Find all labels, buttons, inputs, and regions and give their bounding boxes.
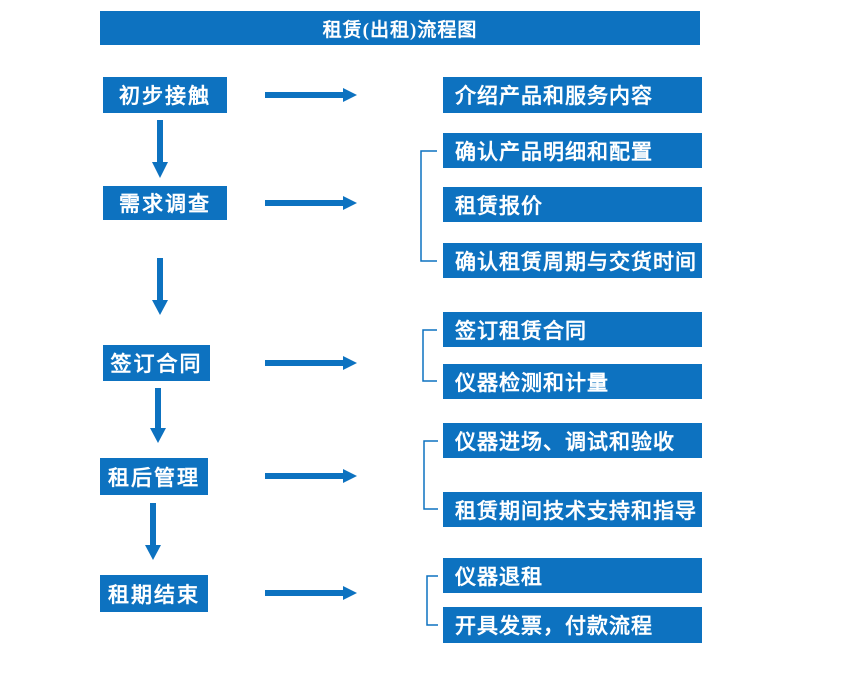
step-post-rental-management: 租后管理: [100, 458, 208, 495]
detail-confirm-product-config: 确认产品明细和配置: [443, 133, 702, 168]
detail-instrument-testing: 仪器检测和计量: [443, 364, 702, 399]
detail-tech-support: 租赁期间技术支持和指导: [443, 492, 702, 527]
bracket-sign-contract-group: [422, 329, 437, 382]
step-initial-contact: 初步接触: [103, 77, 227, 113]
step-rental-end: 租期结束: [100, 575, 208, 612]
detail-introduce-products: 介绍产品和服务内容: [443, 77, 702, 113]
step-demand-survey: 需求调查: [103, 186, 227, 220]
step-sign-contract: 签订合同: [103, 345, 210, 381]
arrow-right-icon: [265, 88, 357, 102]
detail-invoice-payment: 开具发票，付款流程: [443, 607, 702, 643]
flowchart-title: 租赁(出租)流程图: [100, 11, 700, 45]
bracket-demand-survey-group: [420, 150, 437, 262]
detail-instrument-setup: 仪器进场、调试和验收: [443, 423, 702, 458]
detail-rental-quote: 租赁报价: [443, 187, 702, 222]
arrow-down-icon: [150, 388, 166, 443]
arrow-down-icon: [145, 503, 161, 560]
bracket-post-rental-group: [423, 440, 438, 510]
arrow-right-icon: [265, 356, 357, 370]
arrow-right-icon: [265, 586, 357, 600]
bracket-rental-end-group: [426, 575, 438, 626]
detail-confirm-rental-period: 确认租赁周期与交货时间: [443, 243, 702, 278]
arrow-down-icon: [152, 258, 168, 315]
arrow-down-icon: [152, 120, 168, 178]
arrow-right-icon: [265, 469, 357, 483]
detail-sign-rental-contract: 签订租赁合同: [443, 312, 702, 347]
detail-instrument-return: 仪器退租: [443, 558, 702, 593]
arrow-right-icon: [265, 196, 357, 210]
